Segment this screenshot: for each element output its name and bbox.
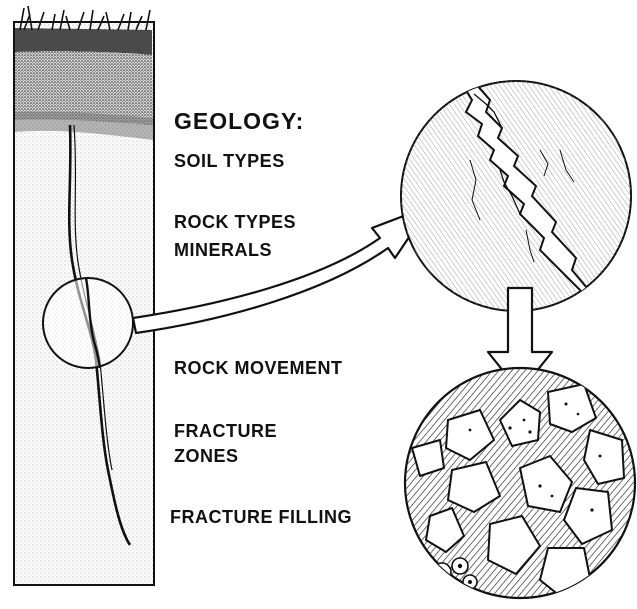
label-rock-movement: ROCK MOVEMENT	[174, 358, 343, 379]
label-fracture-zones-line2: ZONES	[174, 446, 239, 467]
fracture-filling-circle	[400, 360, 637, 600]
label-rock-types: ROCK TYPES	[174, 212, 296, 233]
label-soil-types: SOIL TYPES	[174, 151, 285, 172]
topsoil-band	[15, 28, 152, 55]
label-fracture-zones-line1: FRACTURE	[174, 421, 277, 442]
label-fracture-filling: FRACTURE FILLING	[170, 507, 352, 528]
rock-movement-circle	[401, 80, 631, 320]
label-minerals: MINERALS	[174, 240, 272, 261]
soil-rock-column	[14, 6, 154, 585]
title-geology: GEOLOGY:	[174, 108, 304, 135]
